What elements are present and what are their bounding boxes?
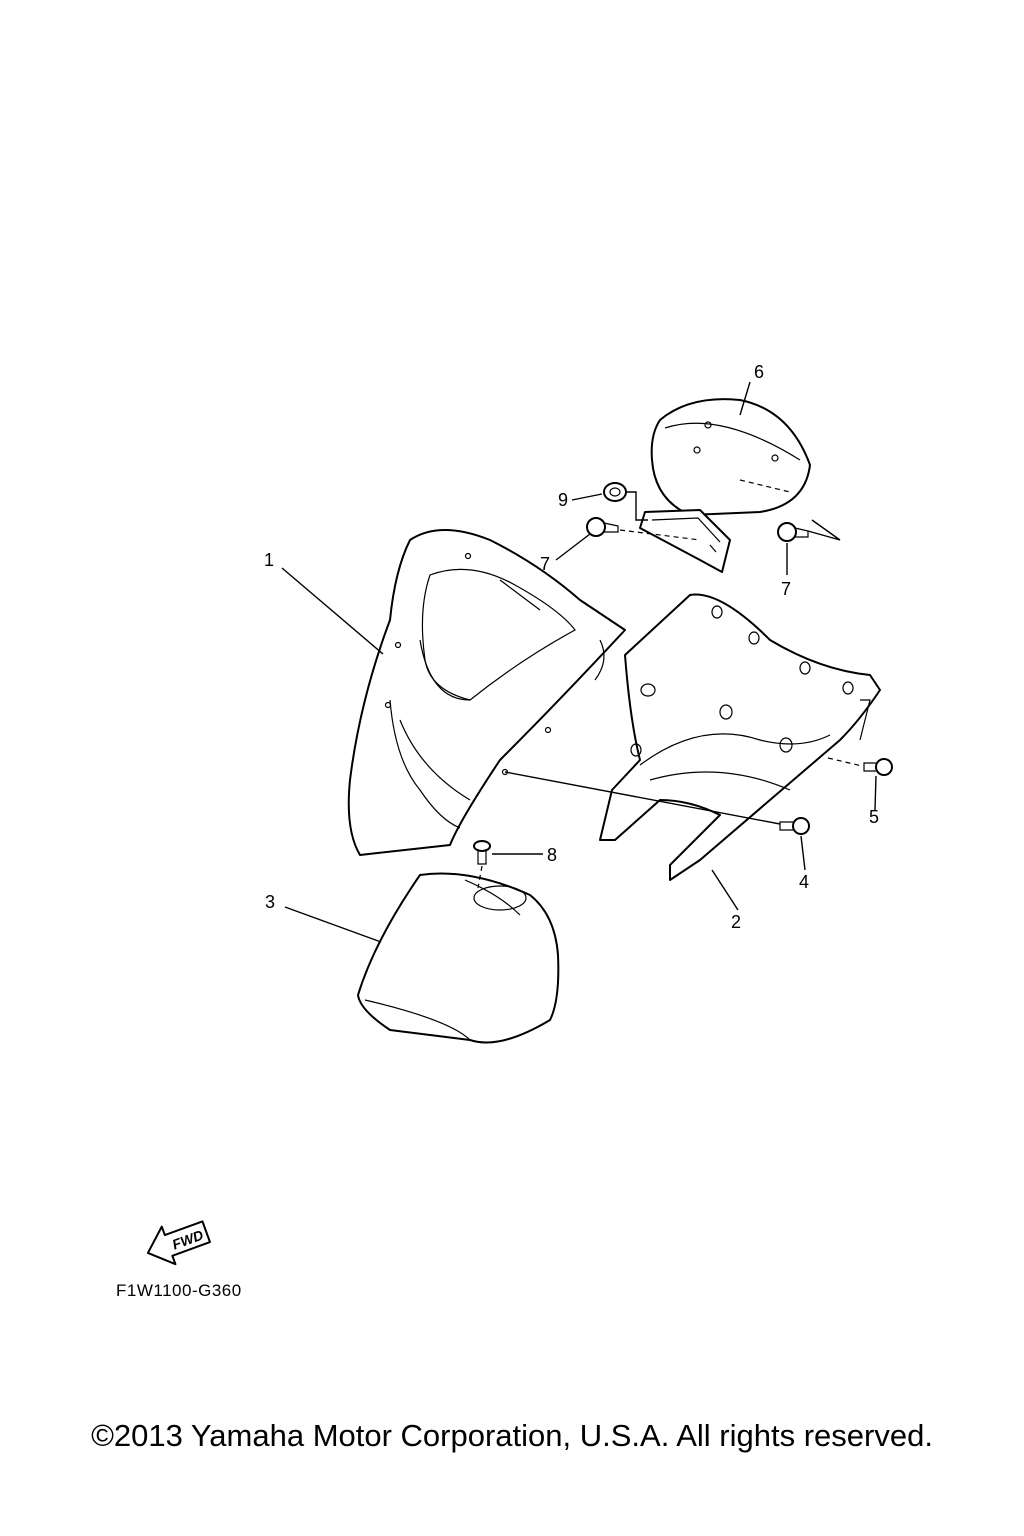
part-4-screw [779, 817, 810, 835]
callout-9: 9 [558, 490, 568, 510]
callout-4: 4 [799, 872, 809, 892]
part-2-leg-shield [599, 593, 881, 881]
copyright-notice: ©2013 Yamaha Motor Corporation, U.S.A. A… [91, 1418, 933, 1453]
part-3-front-fender [357, 872, 560, 1044]
leader-lines [281, 381, 877, 943]
callout-7-right: 7 [781, 579, 791, 599]
callout-7-left: 7 [540, 554, 550, 574]
assembly-lines [504, 519, 863, 825]
callout-2: 2 [731, 912, 741, 932]
part-9-grommet [603, 482, 648, 521]
part-7-screw-right [777, 522, 809, 542]
part-8-screw [473, 840, 491, 889]
callout-8: 8 [547, 845, 557, 865]
part-5-screw [863, 758, 893, 776]
callout-5: 5 [869, 807, 879, 827]
callout-3: 3 [265, 892, 275, 912]
part-6-cover [650, 398, 811, 516]
callout-6: 6 [754, 362, 764, 382]
diagram-code: F1W1100-G360 [116, 1281, 242, 1300]
fwd-arrow-icon: FWD [146, 1220, 211, 1266]
part-7-screw-left [586, 517, 701, 541]
callout-1: 1 [264, 550, 274, 570]
bracket [639, 509, 731, 573]
part-1-front-cover [347, 529, 626, 856]
